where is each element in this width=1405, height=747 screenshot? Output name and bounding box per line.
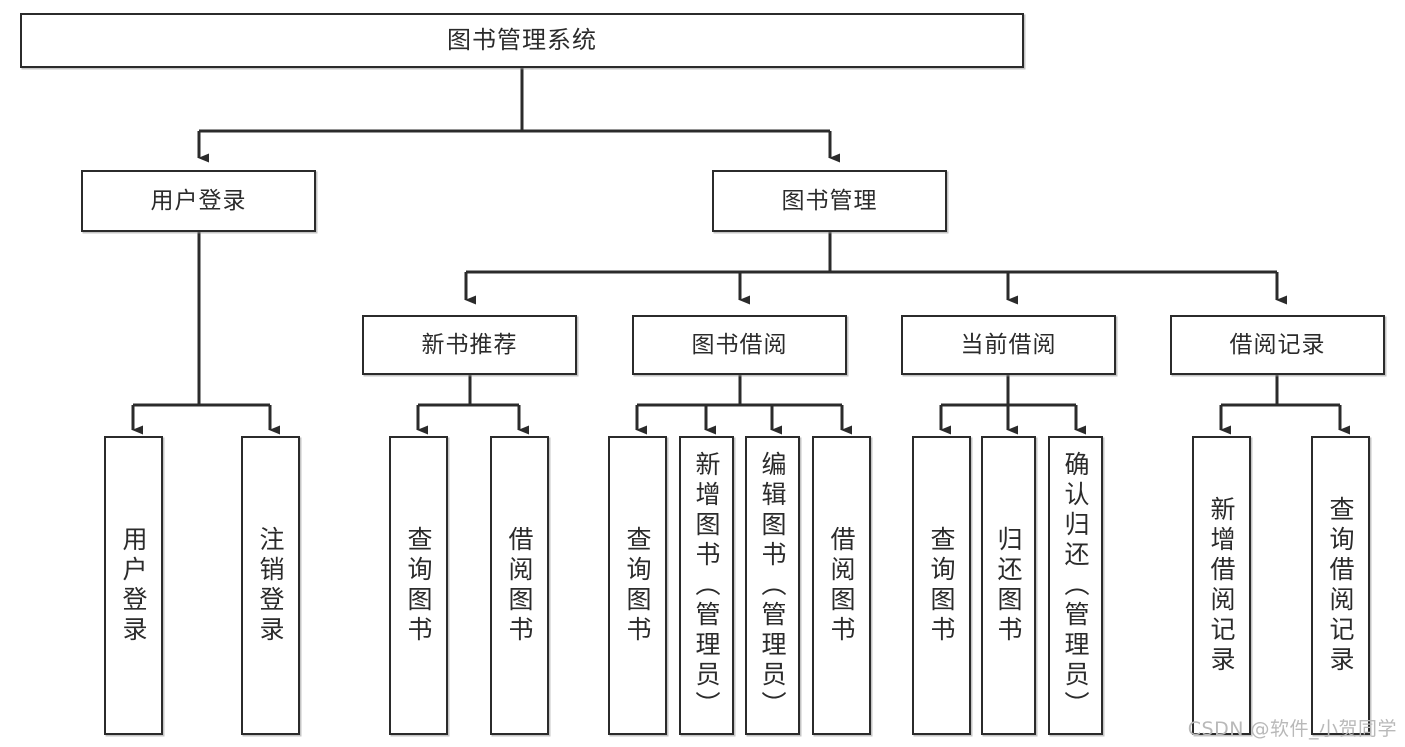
leaf-query-borrowing-record[interactable]: 查询借阅记录 [1311, 436, 1370, 735]
node-label: 确认归还（管理员） [1061, 450, 1090, 721]
node-label: 图书借阅 [691, 331, 788, 358]
node-label: 编辑图书（管理员） [758, 450, 787, 721]
node-user-login[interactable]: 用户登录 [81, 170, 316, 232]
node-book-borrowing[interactable]: 图书借阅 [632, 315, 847, 375]
leaf-borrow-books-recommendation[interactable]: 借阅图书 [490, 436, 549, 735]
node-current-borrowing[interactable]: 当前借阅 [901, 315, 1116, 375]
watermark-text: CSDN @软件_小贺同学 [1187, 718, 1397, 740]
node-label: 图书管理系统 [447, 26, 597, 55]
node-label: 查询图书 [927, 525, 956, 646]
node-label: 用户登录 [119, 525, 148, 646]
leaf-query-books-borrowing[interactable]: 查询图书 [608, 436, 667, 735]
node-label: 新书推荐 [421, 331, 518, 358]
node-label: 查询图书 [404, 525, 433, 646]
leaf-confirm-return-admin[interactable]: 确认归还（管理员） [1048, 436, 1103, 735]
leaf-query-books-current[interactable]: 查询图书 [912, 436, 971, 735]
node-root-book-management-system[interactable]: 图书管理系统 [20, 13, 1024, 68]
node-label: 新增图书（管理员） [692, 450, 721, 721]
node-borrowing-records[interactable]: 借阅记录 [1170, 315, 1385, 375]
leaf-query-books-recommendation[interactable]: 查询图书 [389, 436, 448, 735]
node-label: 查询借阅记录 [1326, 495, 1355, 676]
node-label: 图书管理 [781, 187, 878, 214]
node-label: 归还图书 [994, 525, 1023, 646]
node-new-book-recommendation[interactable]: 新书推荐 [362, 315, 577, 375]
leaf-add-borrowing-record[interactable]: 新增借阅记录 [1192, 436, 1251, 735]
node-label: 新增借阅记录 [1207, 495, 1236, 676]
node-label: 当前借阅 [960, 331, 1057, 358]
node-label: 借阅图书 [505, 525, 534, 646]
node-label: 用户登录 [150, 187, 247, 214]
leaf-borrow-books-borrowing[interactable]: 借阅图书 [812, 436, 871, 735]
leaf-edit-book-admin[interactable]: 编辑图书（管理员） [745, 436, 800, 735]
leaf-return-books[interactable]: 归还图书 [981, 436, 1036, 735]
node-book-management[interactable]: 图书管理 [712, 170, 947, 232]
leaf-logout[interactable]: 注销登录 [241, 436, 300, 735]
leaf-add-book-admin[interactable]: 新增图书（管理员） [679, 436, 734, 735]
node-label: 查询图书 [623, 525, 652, 646]
node-label: 借阅记录 [1229, 331, 1326, 358]
node-label: 注销登录 [256, 525, 285, 646]
leaf-user-login[interactable]: 用户登录 [104, 436, 163, 735]
node-label: 借阅图书 [827, 525, 856, 646]
